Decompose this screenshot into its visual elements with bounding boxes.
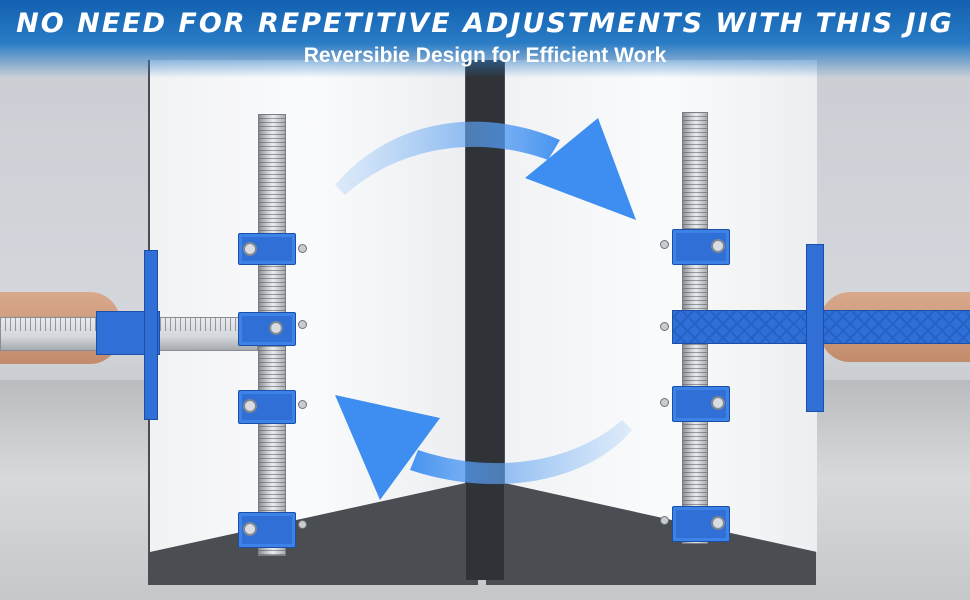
drill-hole xyxy=(243,399,257,413)
subheadline-text: Reversibie Design for Efficient Work xyxy=(303,44,667,67)
drill-hole xyxy=(243,522,257,536)
drill-guide-block xyxy=(238,512,296,548)
end-stop-left xyxy=(144,250,158,420)
drill-hole xyxy=(269,321,283,335)
screw-icon xyxy=(660,240,669,249)
drill-hole xyxy=(711,396,725,410)
drill-guide-block xyxy=(238,233,296,265)
screw-icon xyxy=(660,398,669,407)
drill-guide-block xyxy=(672,386,730,422)
screw-icon xyxy=(298,320,307,329)
screw-icon xyxy=(298,244,307,253)
curved-arrow-right-icon xyxy=(335,118,636,220)
end-stop-right xyxy=(806,244,824,412)
drill-guide-block xyxy=(672,229,730,265)
header-banner xyxy=(0,0,970,78)
headline-text: NO NEED FOR REPETITIVE ADJUSTMENTS WITH … xyxy=(16,8,954,39)
screw-icon xyxy=(298,400,307,409)
drill-guide-block xyxy=(238,390,296,424)
drill-guide-block xyxy=(672,506,730,542)
screw-icon xyxy=(660,516,669,525)
drill-guide-block xyxy=(238,312,296,346)
drill-hole xyxy=(711,239,725,253)
screw-icon xyxy=(298,520,307,529)
drill-hole xyxy=(243,242,257,256)
drill-hole xyxy=(711,516,725,530)
curved-arrow-left-icon xyxy=(335,395,632,500)
screw-icon xyxy=(660,322,669,331)
